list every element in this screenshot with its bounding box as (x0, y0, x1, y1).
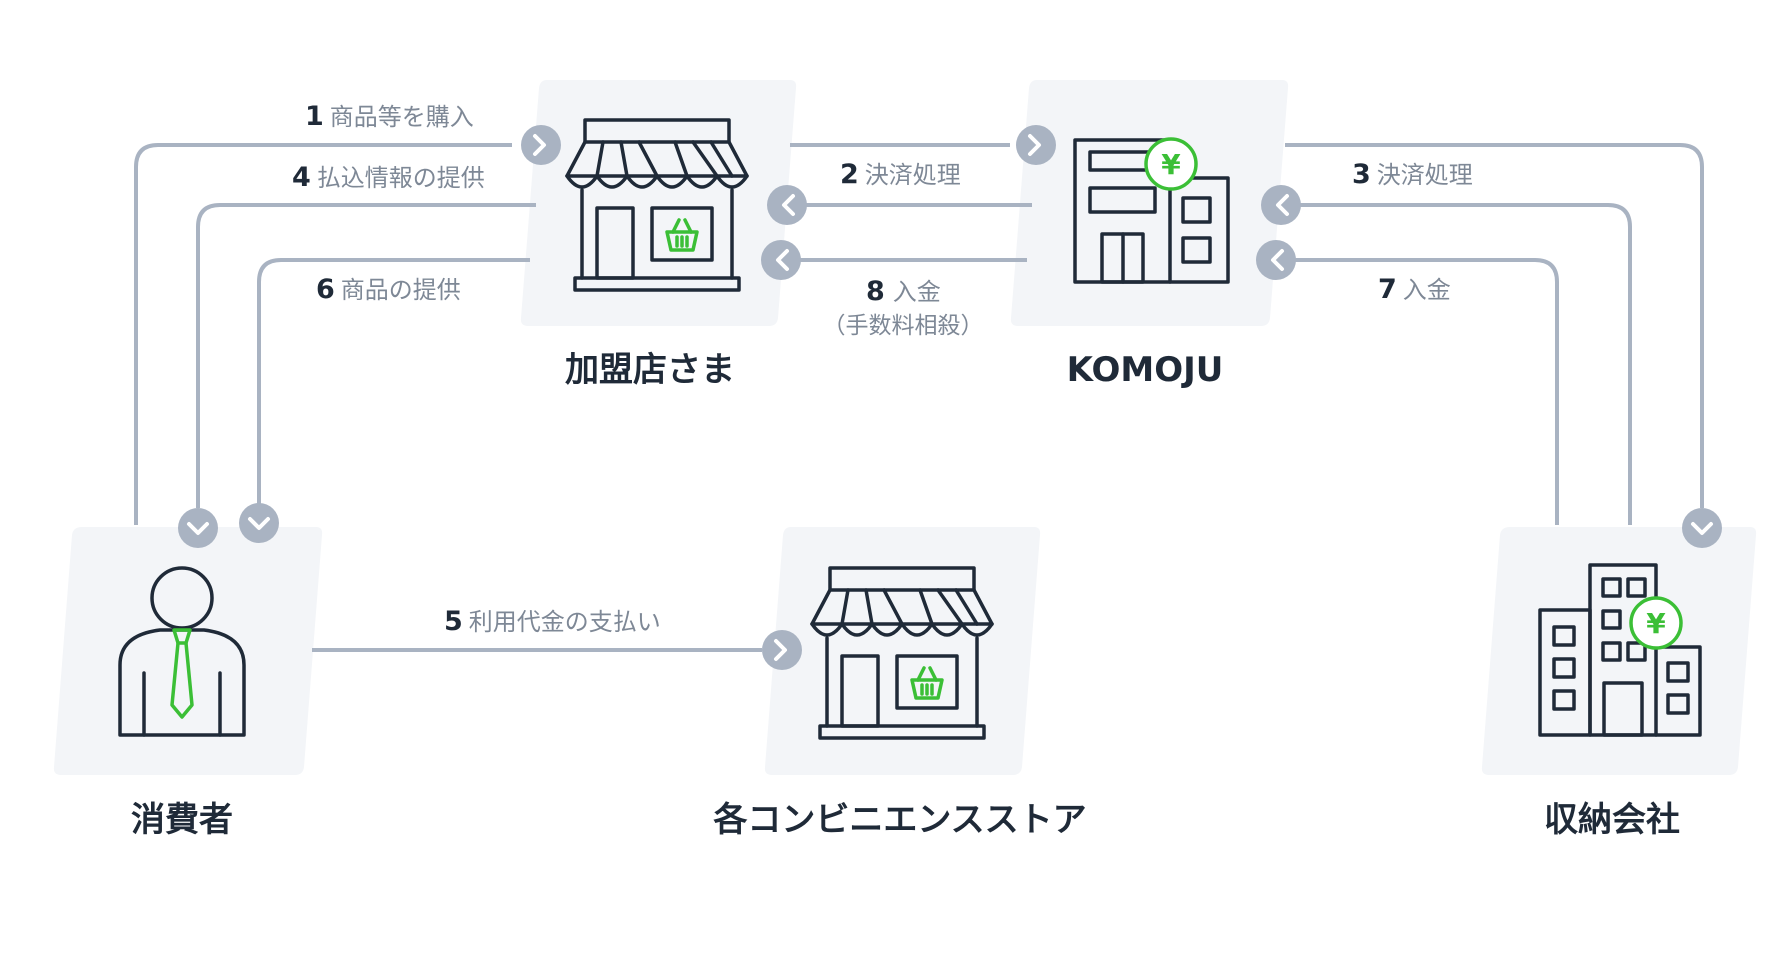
shopping-basket-icon (910, 666, 944, 700)
komoju-label: KOMOJU (1067, 350, 1224, 390)
office-building-yen-icon: ¥ (1073, 137, 1230, 284)
flow-line-3 (1285, 143, 1704, 508)
flow-line-1 (134, 143, 512, 525)
arrow-left-badge (761, 240, 801, 280)
yen-badge (1144, 137, 1198, 191)
storefront-icon (565, 118, 749, 292)
person-with-tie-icon (118, 566, 246, 737)
arrow-down-badge (239, 503, 279, 543)
arrow-left-badge (1261, 185, 1301, 225)
convenience-store-label: 各コンビニエンスストア (713, 800, 1086, 840)
storefront-icon (810, 566, 994, 740)
consumer-label: 消費者 (131, 800, 233, 840)
flow-line-agency-to-komoju (1300, 203, 1632, 525)
necktie-icon (170, 628, 194, 719)
arrow-right-badge (1016, 125, 1056, 165)
flow-line-7 (1295, 258, 1559, 525)
flow-line-6 (257, 258, 530, 508)
arrow-left-badge (767, 185, 807, 225)
office-tower-yen-icon: ¥ (1538, 563, 1702, 737)
komoju-card (1010, 80, 1289, 326)
yen-badge (1629, 596, 1683, 650)
arrow-down-badge (178, 508, 218, 548)
arrow-right-badge (521, 125, 561, 165)
arrow-left-badge (1256, 240, 1296, 280)
collection-agency-label: 収納会社 (1544, 800, 1680, 840)
arrow-right-badge (762, 630, 802, 670)
merchant-label: 加盟店さま (565, 350, 735, 390)
step-8-sublabel: （手数料相殺） (823, 313, 984, 339)
shopping-basket-icon (665, 218, 699, 252)
flow-line-4 (196, 203, 536, 508)
arrow-down-badge (1682, 508, 1722, 548)
yen-symbol: ¥ (1161, 148, 1181, 181)
yen-symbol: ¥ (1646, 607, 1666, 640)
